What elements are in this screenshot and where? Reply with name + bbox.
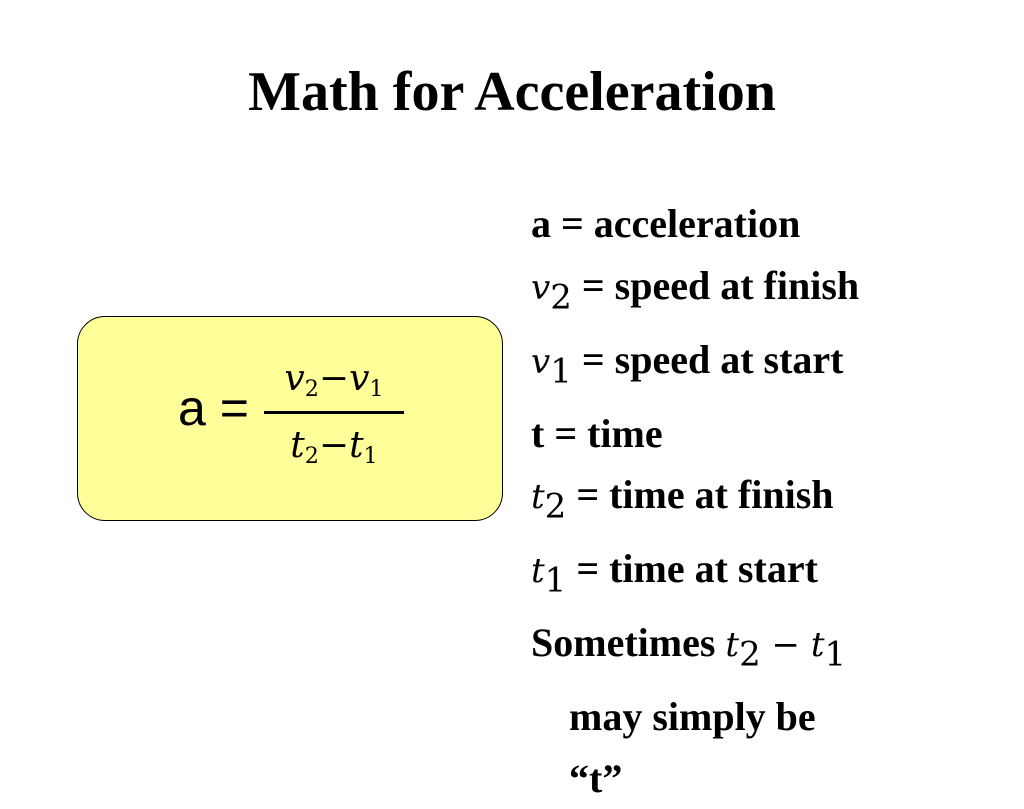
definition-v2: v2 = speed at finish (531, 255, 1001, 329)
fraction-bar (264, 410, 404, 414)
formula-lhs: a = (178, 380, 249, 436)
definition-t1: t1 = time at start (531, 538, 1001, 612)
denominator-t1-symbol: t (349, 424, 364, 466)
numerator-v2-subscript: 2 (304, 376, 319, 403)
numerator-minus: − (318, 358, 350, 399)
t1-subscript: 1 (544, 560, 567, 601)
sometimes-prefix: Sometimes (531, 620, 726, 666)
definition-v1: v1 = speed at start (531, 329, 1001, 403)
numerator-v1-subscript: 1 (369, 376, 384, 403)
numerator-v1-symbol: v (349, 358, 370, 399)
v1-symbol: v (531, 341, 551, 382)
t2-description: = time at finish (566, 472, 834, 518)
sometimes-t1-subscript: 1 (824, 634, 847, 675)
v1-description: = speed at start (571, 336, 844, 382)
t1-description: = time at start (566, 546, 818, 592)
numerator-v2-symbol: v (284, 358, 305, 399)
v2-symbol: v (531, 267, 551, 308)
formula-fraction: v2−v1 t2−t1 (264, 361, 404, 467)
t1-symbol: t (531, 551, 545, 592)
v1-subscript: 1 (550, 351, 572, 392)
v2-description: = speed at finish (571, 262, 860, 308)
sometimes-t2-symbol: t (725, 625, 740, 666)
definition-continuation-1: may simply be (569, 694, 816, 740)
v2-subscript: 2 (550, 277, 572, 318)
definition-acceleration: a = acceleration (531, 201, 801, 246)
fraction-numerator: v2−v1 (264, 361, 404, 401)
denominator-t1-subscript: 1 (363, 442, 378, 469)
sometimes-minus: − (760, 625, 811, 666)
definition-t2: t2 = time at finish (531, 464, 1001, 538)
formula-box: a = v2−v1 t2−t1 (77, 316, 503, 521)
fraction-denominator: t2−t1 (264, 424, 404, 469)
sometimes-t2-subscript: 2 (739, 634, 761, 675)
t2-subscript: 2 (544, 486, 567, 527)
slide-title: Math for Acceleration (248, 61, 776, 123)
t2-symbol: t (531, 477, 545, 518)
denominator-minus: − (318, 424, 350, 466)
denominator-t2-symbol: t (290, 424, 305, 466)
definition-sometimes: Sometimes t2 − t1 (531, 612, 1001, 686)
sometimes-t1-symbol: t (810, 625, 825, 666)
definition-time: t = time (531, 410, 663, 456)
denominator-t2-subscript: 2 (304, 442, 319, 469)
definitions-list: a = acceleration v2 = speed at finish v1… (531, 193, 1001, 809)
definition-continuation-2: “t” (569, 755, 623, 801)
